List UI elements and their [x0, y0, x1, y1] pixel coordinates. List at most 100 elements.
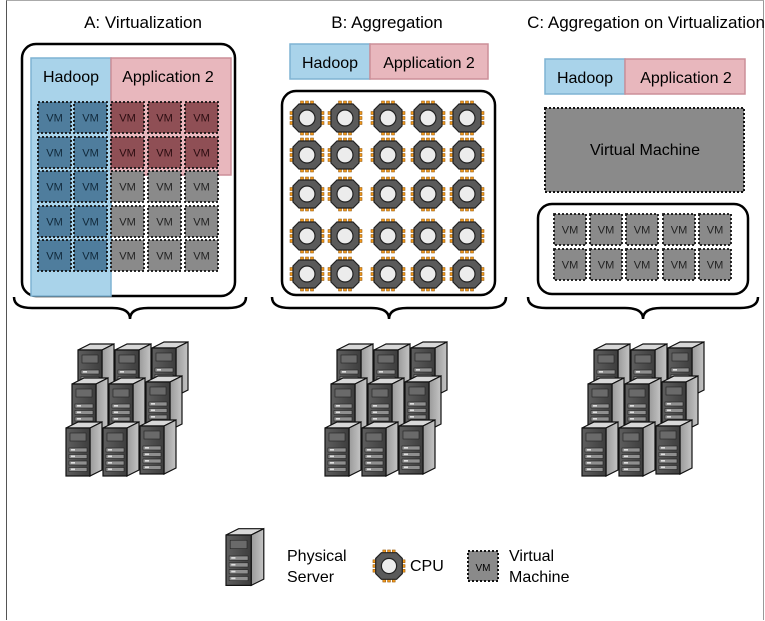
svg-text:VM: VM [193, 148, 210, 160]
vm-tile: VM [73, 136, 108, 169]
server-icon [225, 527, 265, 587]
application-2-label: Application 2 [383, 55, 475, 72]
vm-tile: VM [147, 136, 182, 169]
curly-brace-icon [12, 296, 248, 320]
vm-tile: VM [37, 136, 72, 169]
svg-text:VM: VM [598, 225, 615, 237]
vm-tile: VM [110, 205, 145, 238]
svg-text:VM: VM [82, 182, 99, 194]
vm-tile: VM [184, 170, 219, 203]
cpu-icon [449, 176, 485, 212]
cpu-icon [327, 137, 363, 173]
server-stacks [65, 341, 705, 477]
svg-text:VM: VM [707, 260, 724, 272]
curly-brace-icon [270, 296, 508, 320]
vm-tile: VM [147, 239, 182, 272]
svg-text:VM: VM [634, 225, 651, 237]
cpu-icon [327, 100, 363, 136]
svg-text:VM: VM [82, 217, 99, 229]
svg-text:VM: VM [156, 148, 173, 160]
vm-tile: VM [184, 239, 219, 272]
vm-tile: VM [184, 136, 219, 169]
vm-tile: VM [37, 170, 72, 203]
legend-cpu-label: CPU [410, 558, 444, 575]
cpu-icon [289, 176, 325, 212]
vm-tile: VM [110, 136, 145, 169]
virtual-machine-label: Virtual Machine [590, 142, 700, 159]
cpu-icon [289, 256, 325, 292]
cpu-icon [449, 137, 485, 173]
svg-text:VM: VM [119, 113, 136, 125]
application-2-box [369, 43, 489, 80]
svg-text:VM: VM [82, 113, 99, 125]
curly-brace-icon [526, 296, 760, 320]
vm-tile: VM [662, 248, 696, 281]
cpu-icon [449, 256, 485, 292]
cpu-icon [410, 100, 446, 136]
vm-tile: VM [147, 205, 182, 238]
svg-text:VM: VM [671, 225, 688, 237]
svg-text:VM: VM [82, 251, 99, 263]
svg-text:VM: VM [119, 182, 136, 194]
svg-text:VM: VM [46, 217, 63, 229]
cpu-icon [410, 176, 446, 212]
panel-c-title: C: Aggregation on Virtualization [527, 13, 765, 32]
cpu-icon [289, 137, 325, 173]
legend-vm-line1: Virtual [509, 548, 554, 565]
panel-b-title: B: Aggregation [331, 13, 443, 32]
panel-b-box [280, 89, 497, 297]
vm-tile: VM [110, 239, 145, 272]
cpu-icon [327, 176, 363, 212]
legend-vm-icon-label: VM [476, 563, 491, 574]
svg-text:VM: VM [46, 251, 63, 263]
vm-tile: VM [625, 213, 659, 246]
vm-tile: VM [589, 213, 623, 246]
vm-tile: VM [698, 213, 732, 246]
hadoop-label: Hadoop [302, 55, 358, 72]
cpu-icon [372, 549, 406, 583]
server-icon [361, 421, 399, 477]
figure-frame [6, 0, 764, 620]
cpu-icon [289, 100, 325, 136]
application-2-box [624, 58, 746, 95]
svg-text:VM: VM [634, 260, 651, 272]
svg-text:VM: VM [562, 260, 579, 272]
cpu-icon [370, 137, 406, 173]
hadoop-box [544, 58, 626, 95]
svg-text:VM: VM [46, 113, 63, 125]
hadoop-box [289, 43, 371, 80]
application-2-label: Application 2 [122, 69, 214, 86]
vm-tile: VM [110, 170, 145, 203]
vm-icon [467, 550, 499, 582]
svg-text:VM: VM [562, 225, 579, 237]
cpu-icon [372, 549, 406, 583]
vm-tile: VM [698, 248, 732, 281]
server-icon [398, 419, 436, 475]
panel-a-box [20, 42, 237, 298]
svg-text:VM: VM [156, 182, 173, 194]
server-icon [139, 419, 177, 475]
vm-tile: VM [184, 205, 219, 238]
cpu-icon [410, 218, 446, 254]
application-2-label: Application 2 [640, 70, 732, 87]
vm-tile: VM [184, 101, 219, 134]
svg-text:VM: VM [598, 260, 615, 272]
cpu-icon [327, 218, 363, 254]
svg-text:VM: VM [193, 182, 210, 194]
svg-text:VM: VM [156, 113, 173, 125]
vm-tile: VM [662, 213, 696, 246]
panel-c-box [536, 202, 750, 296]
server-icon [655, 419, 693, 475]
legend-server-line2: Server [287, 569, 335, 586]
vm-tile: VM [73, 170, 108, 203]
braces [12, 296, 760, 320]
svg-text:VM: VM [156, 217, 173, 229]
legend-server-line1: Physical [287, 548, 347, 565]
vm-tile: VM [147, 101, 182, 134]
legend-vm-line2: Machine [509, 569, 570, 586]
